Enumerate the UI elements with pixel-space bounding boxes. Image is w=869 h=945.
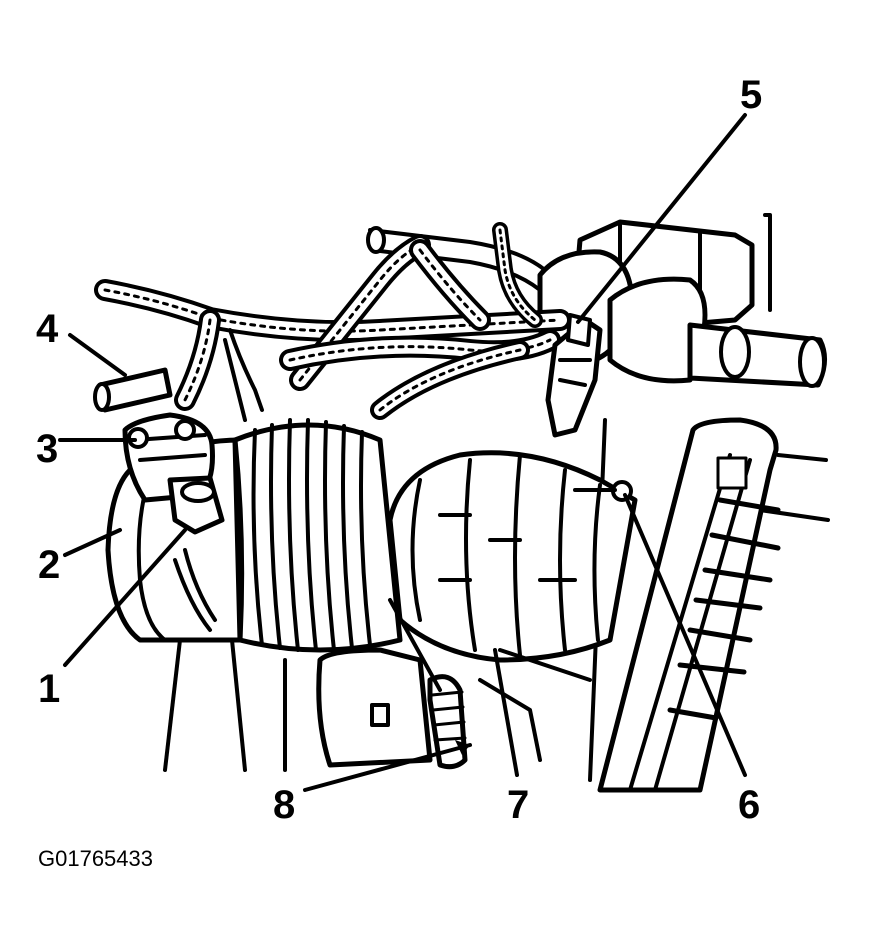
callout-3: 3: [36, 427, 58, 471]
wiring-harness: [94, 222, 571, 422]
sensor-connector: [545, 313, 603, 438]
callout-8: 8: [273, 783, 295, 827]
leader-7: [493, 648, 519, 777]
callout-labels: 1 2 3 4 5 6 7 8: [36, 73, 762, 827]
radiator: [597, 417, 781, 793]
iat-sensor: [93, 367, 225, 535]
callout-6: 6: [738, 783, 760, 827]
leader-2: [63, 528, 122, 557]
leader-6: [623, 493, 747, 777]
throttle-housing: [366, 219, 827, 388]
leader-8: [303, 743, 472, 792]
leader-1: [63, 528, 187, 667]
callout-7: 7: [507, 783, 529, 827]
leader-4: [68, 333, 127, 377]
leader-8-arrowhead: [455, 740, 470, 755]
callout-4: 4: [36, 307, 59, 351]
callout-2: 2: [38, 543, 60, 587]
figure-id: G01765433: [38, 846, 153, 871]
lower-bracket: [316, 598, 592, 770]
callout-1: 1: [38, 667, 60, 711]
leader-lines: [58, 113, 747, 792]
intake-duct: [232, 418, 403, 653]
resonator-duct: [387, 450, 638, 663]
leader-5: [576, 113, 747, 324]
callout-5: 5: [740, 73, 762, 117]
